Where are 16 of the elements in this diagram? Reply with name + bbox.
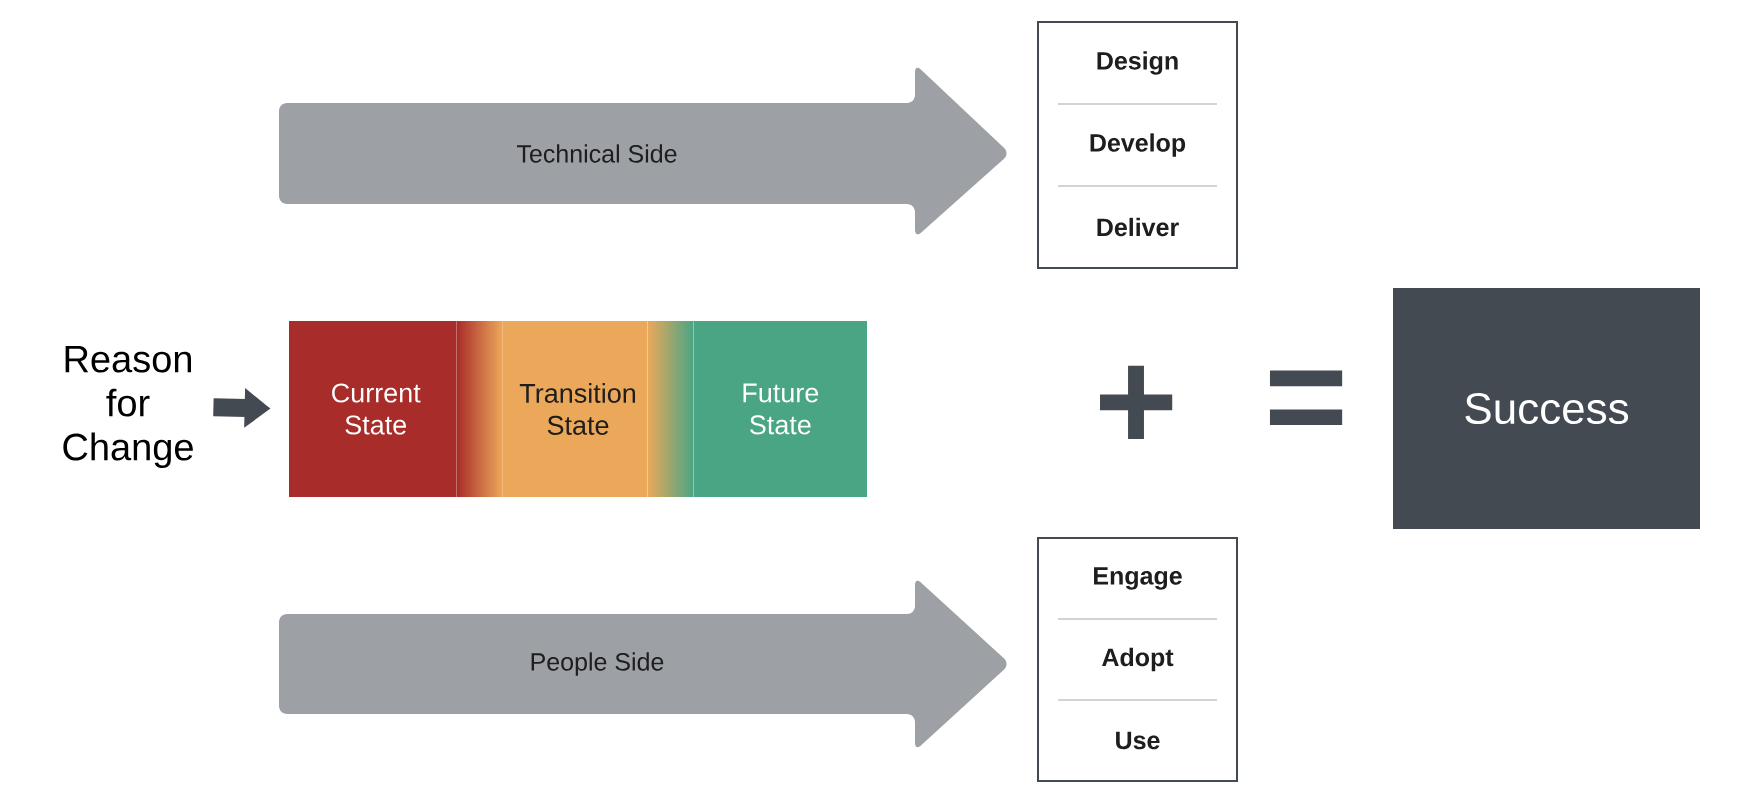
list-item: Engage [1094,567,1182,590]
state-band [289,321,867,497]
state-label: Current State [332,383,421,435]
reason-text: Reason for Change [63,346,193,468]
operator-sign: + [1100,365,1173,439]
list-item: Design [1097,51,1178,75]
state-label: Future State [743,383,819,435]
list-box [1037,21,1238,269]
list-item: Use [1116,731,1160,750]
list-item: Deliver [1097,217,1179,237]
list-item: Develop [1090,133,1186,157]
operator-sign: = [1269,370,1343,425]
list-box [1037,537,1238,782]
result-box: Success [1393,288,1700,529]
state-label: Transition State [519,383,636,435]
list-item: Adopt [1102,647,1174,672]
